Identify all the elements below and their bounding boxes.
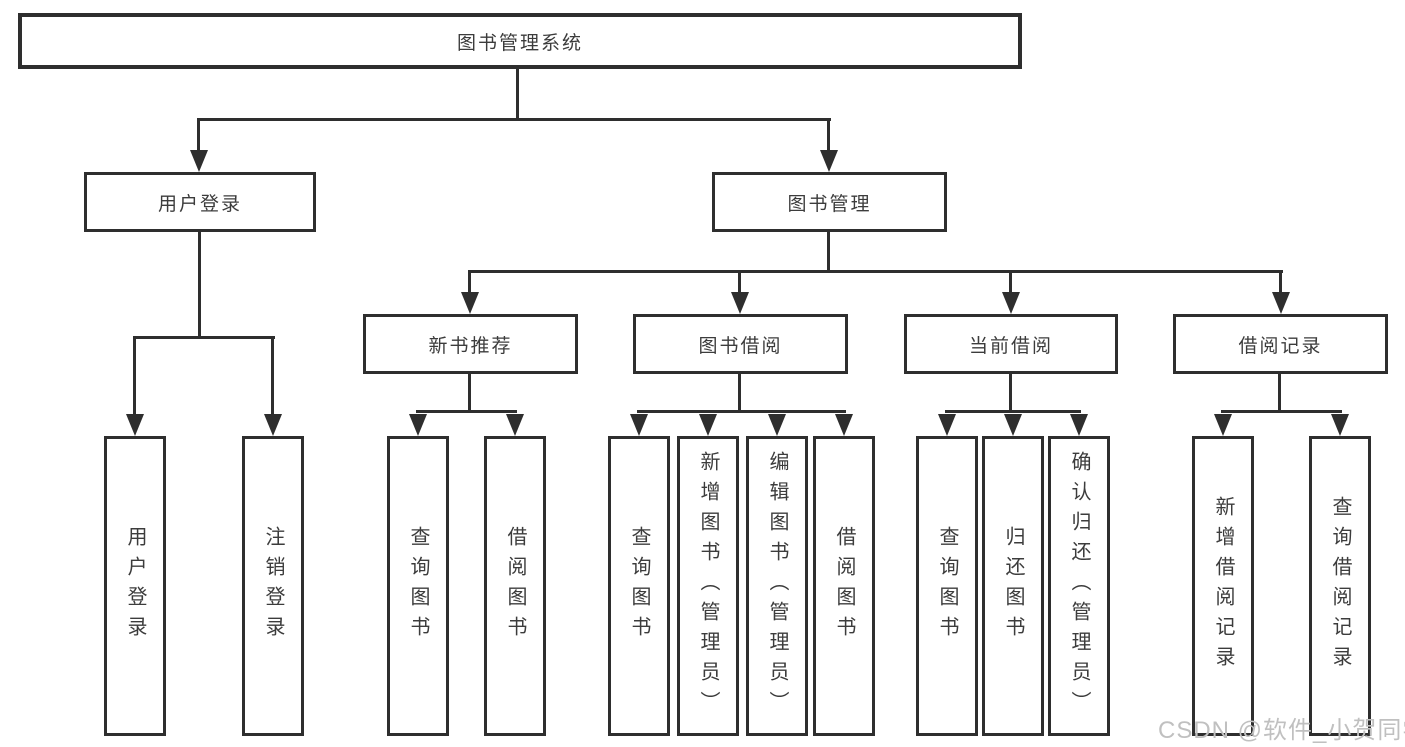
arrow-down-icon: [731, 292, 749, 314]
connector-line: [1278, 374, 1281, 410]
arrow-down-icon: [1070, 414, 1088, 436]
arrow-down-icon: [461, 292, 479, 314]
arrow-down-icon: [820, 150, 838, 172]
connector-line: [827, 232, 830, 270]
node-leaf-add-borrow-record: 新增借阅记录: [1192, 436, 1254, 736]
arrow-down-icon: [835, 414, 853, 436]
arrow-down-icon: [1002, 292, 1020, 314]
node-leaf-confirm-return: 确认归还（管理员）: [1048, 436, 1110, 736]
csdn-watermark: CSDN @软件_小贺同学: [1158, 717, 1405, 744]
connector-line: [198, 232, 201, 336]
node-leaf-user-login: 用户登录: [104, 436, 166, 736]
arrow-down-icon: [699, 414, 717, 436]
connector-line: [197, 118, 200, 152]
node-leaf-edit-book-admin: 编辑图书（管理员）: [746, 436, 808, 736]
connector-line: [133, 336, 136, 418]
connector-line: [1279, 270, 1282, 296]
node-new-book-recommend: 新书推荐: [363, 314, 578, 374]
connector-line: [738, 374, 741, 410]
connector-line: [468, 270, 1283, 273]
connector-line: [738, 270, 741, 296]
node-leaf-logout: 注销登录: [242, 436, 304, 736]
node-leaf-query-borrow-record: 查询借阅记录: [1309, 436, 1371, 736]
node-current-borrow: 当前借阅: [904, 314, 1118, 374]
node-leaf-borrow-book-2: 借阅图书: [813, 436, 875, 736]
node-leaf-return-book: 归还图书: [982, 436, 1044, 736]
connector-line: [416, 410, 517, 413]
arrow-down-icon: [1272, 292, 1290, 314]
connector-line: [1221, 410, 1342, 413]
node-borrow-records: 借阅记录: [1173, 314, 1388, 374]
node-user-login-branch: 用户登录: [84, 172, 316, 232]
node-book-management: 图书管理: [712, 172, 947, 232]
arrow-down-icon: [409, 414, 427, 436]
arrow-down-icon: [768, 414, 786, 436]
connector-line: [1009, 374, 1012, 410]
connector-line: [468, 270, 471, 296]
arrow-down-icon: [938, 414, 956, 436]
node-leaf-borrow-book-1: 借阅图书: [484, 436, 546, 736]
arrow-down-icon: [126, 414, 144, 436]
connector-line: [827, 118, 830, 152]
arrow-down-icon: [264, 414, 282, 436]
node-leaf-query-books-3: 查询图书: [916, 436, 978, 736]
node-leaf-query-books-2: 查询图书: [608, 436, 670, 736]
arrow-down-icon: [630, 414, 648, 436]
connector-line: [468, 374, 471, 410]
node-book-borrow: 图书借阅: [633, 314, 848, 374]
node-leaf-query-books-1: 查询图书: [387, 436, 449, 736]
arrow-down-icon: [1004, 414, 1022, 436]
node-root: 图书管理系统: [18, 13, 1022, 69]
arrow-down-icon: [506, 414, 524, 436]
arrow-down-icon: [1331, 414, 1349, 436]
connector-line: [516, 68, 519, 118]
node-leaf-add-book-admin: 新增图书（管理员）: [677, 436, 739, 736]
connector-line: [133, 336, 275, 339]
connector-line: [271, 336, 274, 418]
connector-line: [198, 118, 831, 121]
arrow-down-icon: [1214, 414, 1232, 436]
connector-line: [637, 410, 846, 413]
connector-line: [1009, 270, 1012, 296]
arrow-down-icon: [190, 150, 208, 172]
connector-line: [945, 410, 1081, 413]
